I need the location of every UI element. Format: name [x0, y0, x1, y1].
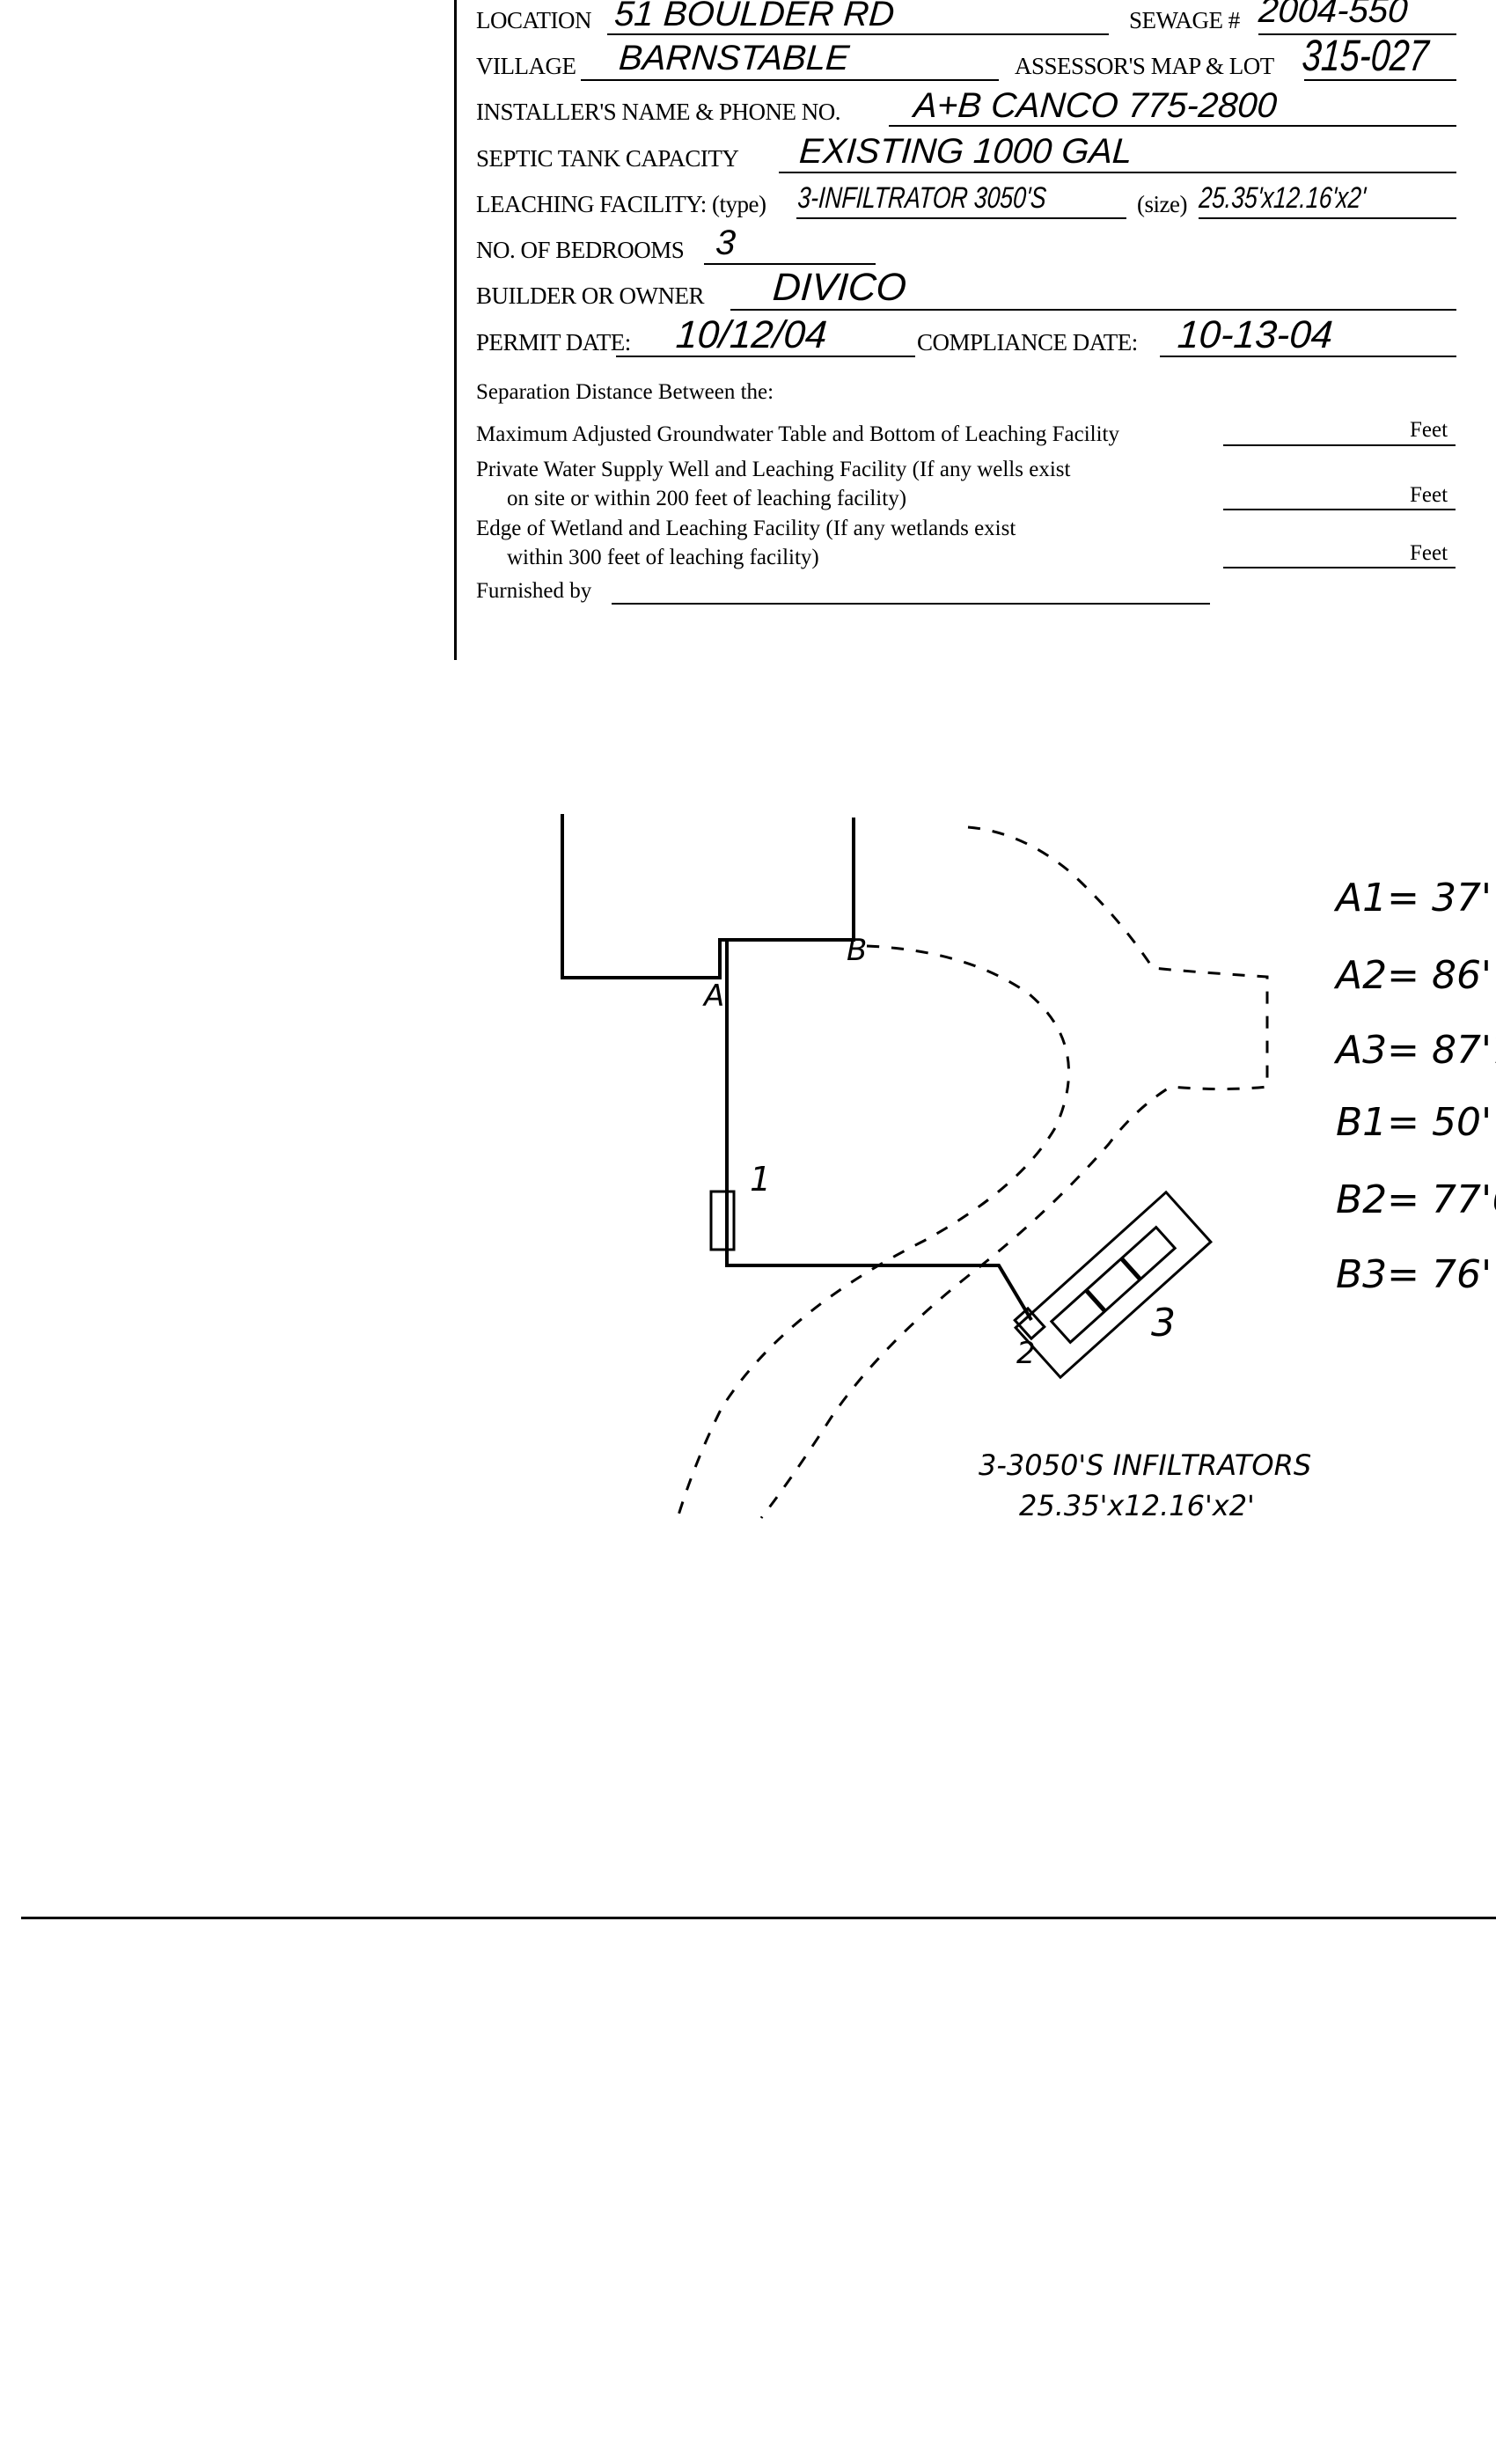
- leaching-field: [1013, 1190, 1214, 1380]
- separation-heading: Separation Distance Between the:: [476, 380, 774, 404]
- bedrooms-underline: [704, 263, 876, 265]
- village-underline: [581, 79, 999, 81]
- permit-date-label: PERMIT DATE:: [476, 329, 631, 356]
- driveway-outline: [676, 825, 1269, 1519]
- wetland-label-line2: within 300 feet of leaching facility): [507, 546, 819, 569]
- well-field[interactable]: [1223, 509, 1456, 510]
- measurement-a1: A1= 37': [1336, 876, 1492, 920]
- bedrooms-label: NO. OF BEDROOMS: [476, 237, 685, 263]
- well-label-line2: on site or within 200 feet of leaching f…: [507, 487, 907, 510]
- furnished-label: Furnished by: [476, 579, 592, 603]
- measurement-a3: A3= 87'7": [1336, 1028, 1496, 1073]
- measurement-b2: B2= 77'6": [1336, 1177, 1496, 1222]
- well-label-line1: Private Water Supply Well and Leaching F…: [476, 458, 1071, 481]
- well-feet: Feet: [1410, 483, 1448, 507]
- page-bottom-rule: [21, 1917, 1496, 1919]
- point-a-label: A: [704, 979, 725, 1014]
- leaching-note-line2: 25.35'x12.16'x2': [1019, 1489, 1255, 1522]
- tank-underline: [779, 172, 1456, 173]
- installer-label: INSTALLER'S NAME & PHONE NO.: [476, 99, 840, 125]
- owner-label: BUILDER OR OWNER: [476, 282, 704, 309]
- permit-date-underline: [616, 356, 915, 357]
- point-3-label: 3: [1151, 1301, 1176, 1346]
- sewage-label: SEWAGE #: [1129, 7, 1240, 33]
- groundwater-feet: Feet: [1410, 418, 1448, 442]
- leaching-note-line1: 3-3050'S INFILTRATORS: [979, 1448, 1312, 1482]
- leaching-label: LEACHING FACILITY: (type): [476, 191, 766, 217]
- map-lot-underline: [1304, 79, 1456, 81]
- wetland-label-line1: Edge of Wetland and Leaching Facility (I…: [476, 517, 1016, 540]
- d-box: [1013, 1306, 1046, 1341]
- groundwater-label: Maximum Adjusted Groundwater Table and B…: [476, 422, 1119, 446]
- form-margin-line: [454, 0, 457, 660]
- size-underline: [1199, 217, 1456, 219]
- leaching-underline: [796, 217, 1126, 219]
- village-label: VILLAGE: [476, 53, 576, 79]
- location-underline: [607, 33, 1109, 35]
- size-label: (size): [1137, 191, 1187, 217]
- sewage-underline: [1258, 33, 1456, 35]
- map-lot-label: ASSESSOR'S MAP & LOT: [1015, 53, 1274, 79]
- measurement-b1: B1= 50': [1336, 1100, 1492, 1145]
- point-b-label: B: [847, 933, 868, 968]
- installer-underline: [889, 125, 1456, 127]
- compliance-date-label: COMPLIANCE DATE:: [917, 329, 1138, 356]
- septic-tank: [709, 1190, 736, 1251]
- house-outline: [561, 814, 855, 979]
- measurement-a2: A2= 86': [1336, 953, 1492, 998]
- sewer-pipe: [725, 940, 1033, 1322]
- owner-underline: [730, 309, 1456, 311]
- groundwater-field[interactable]: [1223, 444, 1456, 446]
- measurement-b3: B3= 76': [1336, 1252, 1492, 1297]
- wetland-feet: Feet: [1410, 541, 1448, 565]
- location-label: LOCATION: [476, 7, 592, 33]
- point-2-label: 2: [1016, 1336, 1036, 1371]
- point-1-label: 1: [750, 1160, 772, 1199]
- furnished-field[interactable]: [612, 603, 1210, 605]
- tank-label: SEPTIC TANK CAPACITY: [476, 145, 739, 172]
- wetland-field[interactable]: [1223, 567, 1456, 568]
- compliance-date-underline: [1160, 356, 1456, 357]
